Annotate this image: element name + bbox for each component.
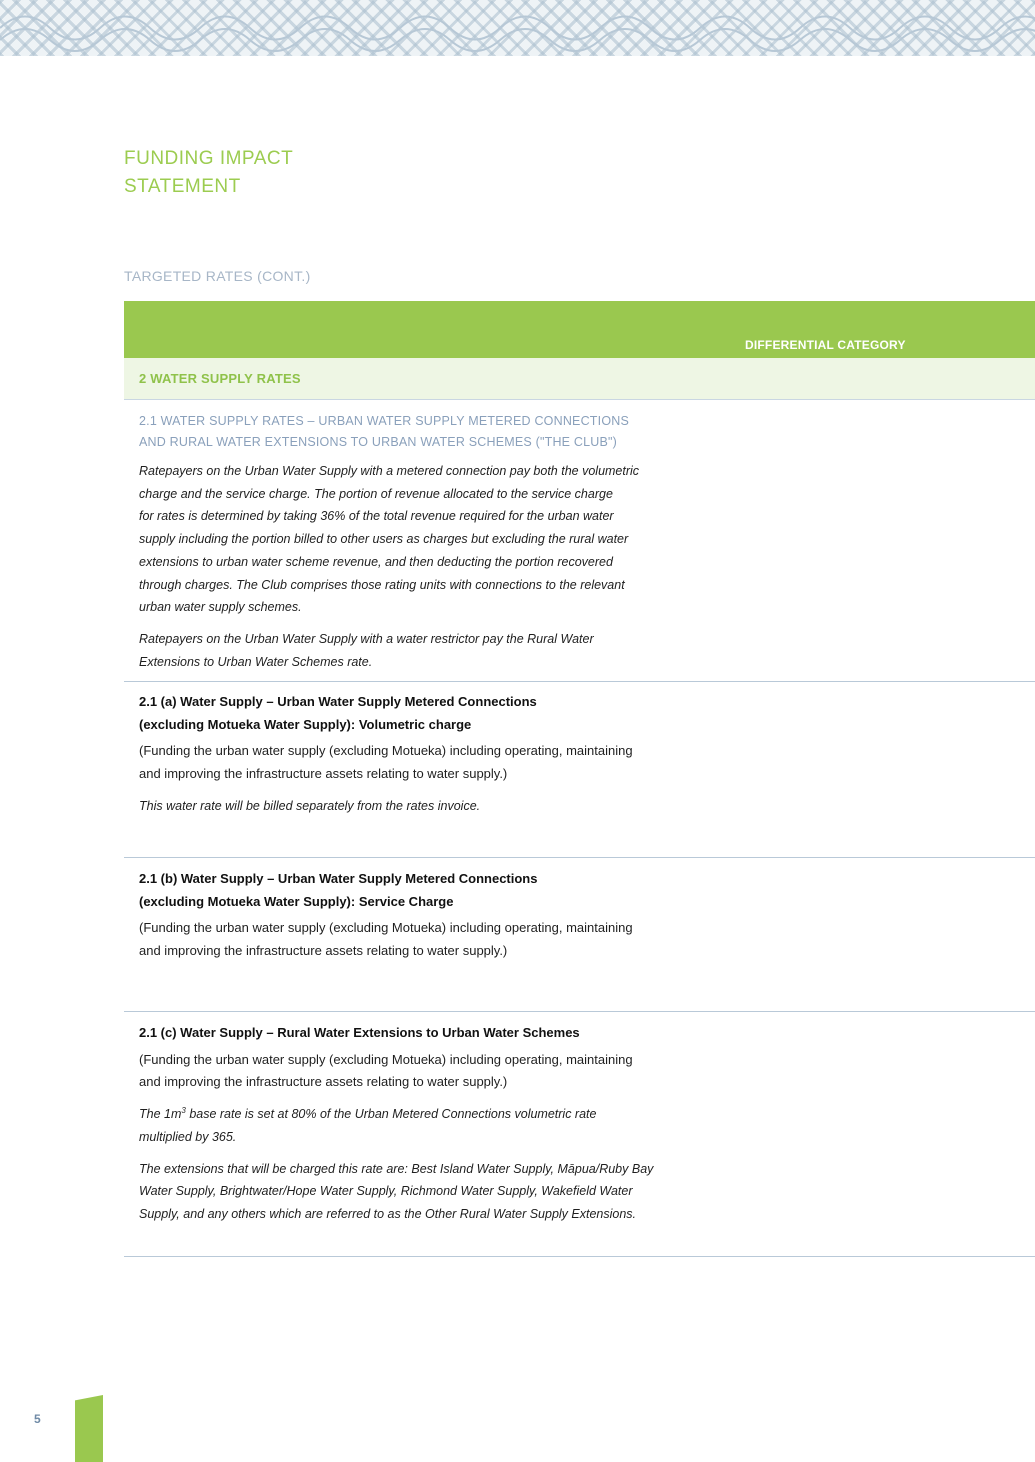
section-label: TARGETED RATES (CONT.) <box>124 268 311 284</box>
page-title-line-2: STATEMENT <box>124 176 241 197</box>
base-rate-prefix: The 1m <box>139 1107 182 1122</box>
club-para1-line: extensions to urban water scheme revenue… <box>139 554 613 569</box>
rate-b-block: 2.1 (b) Water Supply – Urban Water Suppl… <box>139 868 729 963</box>
club-para1-line: supply including the portion billed to o… <box>139 532 629 547</box>
rate-a-heading-line-2: (excluding Motueka Water Supply): Volume… <box>139 716 472 732</box>
group-row-water-supply-rates: 2 WATER SUPPLY RATES <box>124 358 1035 400</box>
rate-a-funding-line: (Funding the urban water supply (excludi… <box>139 743 633 759</box>
club-para1-line: for rates is determined by taking 36% of… <box>139 509 614 524</box>
row-divider <box>124 1011 1035 1012</box>
row-divider <box>124 857 1035 858</box>
rate-a-heading: 2.1 (a) Water Supply – Urban Water Suppl… <box>139 691 729 736</box>
decorative-pattern-band <box>0 0 1035 56</box>
page-title-line-1: FUNDING IMPACT <box>124 148 294 169</box>
page-tab-marker <box>75 1395 103 1462</box>
rate-c-block: 2.1 (c) Water Supply – Rural Water Exten… <box>139 1022 729 1226</box>
rate-c-extensions: The extensions that will be charged this… <box>139 1158 729 1226</box>
club-para2-line: Ratepayers on the Urban Water Supply wit… <box>139 631 594 646</box>
rate-c-base-rate-line-1: The 1m3 base rate is set at 80% of the U… <box>139 1103 729 1126</box>
rate-b-heading: 2.1 (b) Water Supply – Urban Water Suppl… <box>139 868 729 913</box>
club-heading-line-2: AND RURAL WATER EXTENSIONS TO URBAN WATE… <box>139 435 618 449</box>
club-para1-line: through charges. The Club comprises thos… <box>139 577 625 592</box>
rate-a-funding-line: and improving the infrastructure assets … <box>139 766 508 782</box>
club-heading-line-1: 2.1 WATER SUPPLY RATES – URBAN WATER SUP… <box>139 414 630 428</box>
rate-b-heading-line-1: 2.1 (b) Water Supply – Urban Water Suppl… <box>139 871 538 886</box>
rate-c-extensions-line: Water Supply, Brightwater/Hope Water Sup… <box>139 1184 633 1199</box>
club-para1-line: Ratepayers on the Urban Water Supply wit… <box>139 464 640 478</box>
rate-c-base-rate: The 1m3 base rate is set at 80% of the U… <box>139 1103 729 1148</box>
club-paragraph-2: Ratepayers on the Urban Water Supply wit… <box>139 628 729 673</box>
club-heading: 2.1 WATER SUPPLY RATES – URBAN WATER SUP… <box>139 411 729 453</box>
rate-a-heading-line-1: 2.1 (a) Water Supply – Urban Water Suppl… <box>139 694 537 709</box>
page-title: FUNDING IMPACT STATEMENT <box>124 145 424 201</box>
club-para2-line: Extensions to Urban Water Schemes rate. <box>139 654 373 669</box>
row-divider <box>124 681 1035 682</box>
club-paragraph-1: Ratepayers on the Urban Water Supply wit… <box>139 460 729 619</box>
base-rate-suffix: base rate is set at 80% of the Urban Met… <box>185 1107 597 1122</box>
rate-a-block: 2.1 (a) Water Supply – Urban Water Suppl… <box>139 691 729 818</box>
rate-c-extensions-line: Supply, and any others which are referre… <box>139 1206 637 1221</box>
club-para1-line: urban water supply schemes. <box>139 600 302 615</box>
rate-c-extensions-line: The extensions that will be charged this… <box>139 1161 654 1176</box>
rate-b-funding-line: and improving the infrastructure assets … <box>139 943 508 959</box>
rate-c-base-rate-line-2: multiplied by 365. <box>139 1129 237 1144</box>
group-label: 2 WATER SUPPLY RATES <box>139 371 301 386</box>
rate-c-funding-line: and improving the infrastructure assets … <box>139 1074 508 1090</box>
rate-b-funding: (Funding the urban water supply (excludi… <box>139 917 729 962</box>
club-description-block: 2.1 WATER SUPPLY RATES – URBAN WATER SUP… <box>139 411 729 673</box>
rate-a-funding: (Funding the urban water supply (excludi… <box>139 740 729 785</box>
club-para1-line: charge and the service charge. The porti… <box>139 486 613 501</box>
cubic-superscript: 3 <box>181 1105 186 1115</box>
rate-a-note: This water rate will be billed separatel… <box>139 798 481 813</box>
pattern-motif-icon <box>0 15 1035 52</box>
rate-c-heading: 2.1 (c) Water Supply – Rural Water Exten… <box>139 1025 580 1040</box>
rate-b-funding-line: (Funding the urban water supply (excludi… <box>139 920 633 936</box>
rate-b-heading-line-2: (excluding Motueka Water Supply): Servic… <box>139 893 454 909</box>
rate-c-funding: (Funding the urban water supply (excludi… <box>139 1049 729 1094</box>
page-number: 5 <box>34 1412 41 1426</box>
column-header-differential-category: DIFFERENTIAL CATEGORY <box>745 338 906 352</box>
rate-c-funding-line: (Funding the urban water supply (excludi… <box>139 1051 633 1067</box>
row-divider <box>124 1256 1035 1257</box>
table-header: DIFFERENTIAL CATEGORY <box>124 301 1035 358</box>
